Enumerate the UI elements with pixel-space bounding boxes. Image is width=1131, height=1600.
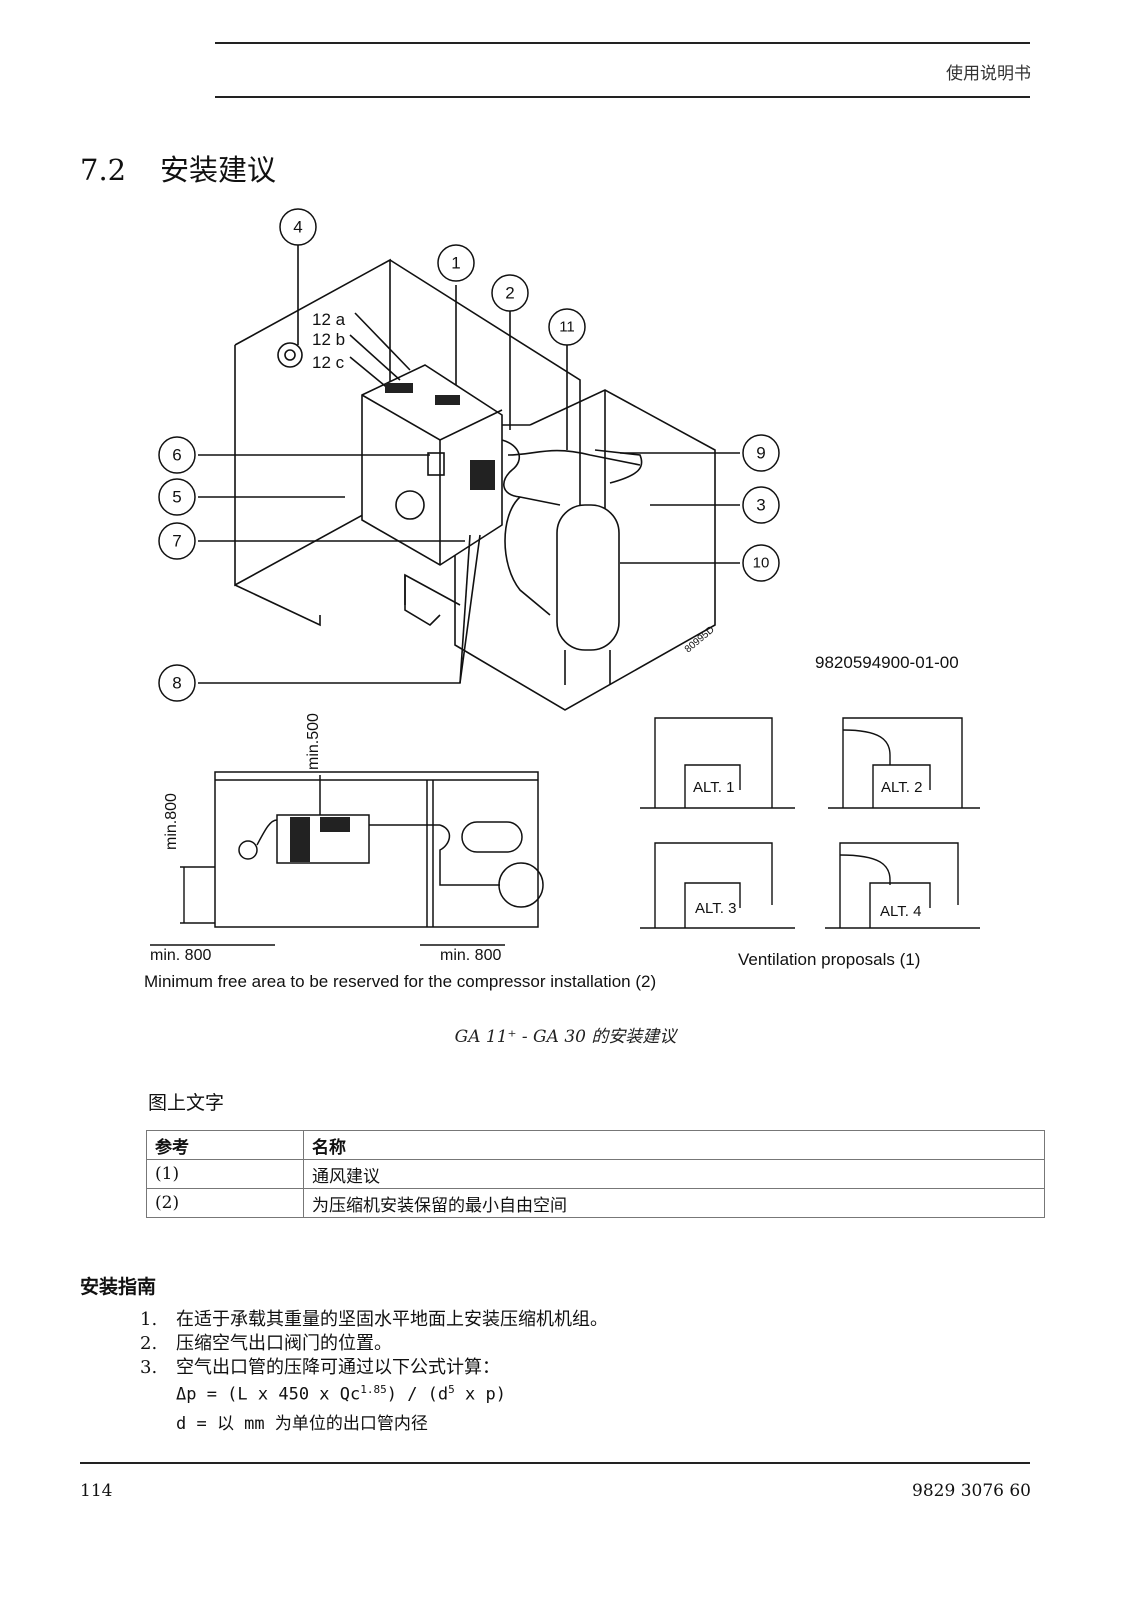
list-item: 1.在适于承载其重量的坚固水平地面上安装压缩机机组。 [140, 1309, 608, 1330]
table-row: (2) 为压缩机安装保留的最小自由空间 [146, 1188, 1045, 1218]
callout-3 [742, 486, 780, 524]
min-800-right-label: min. 800 [440, 947, 501, 964]
callout-9-label: 9 [756, 444, 765, 463]
callout-12c-label: 12 c [312, 353, 345, 372]
legend-name: 通风建议 [303, 1159, 1045, 1189]
callout-11-label: 11 [559, 319, 575, 336]
room-floor-edge [234, 584, 321, 627]
callout-8 [158, 664, 196, 702]
fan-icon [277, 342, 303, 368]
install-guide-title: 安装指南 [80, 1276, 157, 1298]
legend-header-row: 参考 名称 [146, 1130, 1045, 1160]
callout-7 [158, 522, 196, 560]
air-receiver-tank [556, 504, 620, 651]
section-title: 安装建议 [160, 153, 277, 187]
legend-table: 参考 名称 (1) 通风建议 (2) 为压缩机安装保留的最小自由空间 [146, 1130, 1045, 1218]
legend-ref: (2) [146, 1188, 304, 1218]
alt-1-label: ALT. 1 [693, 779, 734, 796]
alt-2-label: ALT. 2 [881, 779, 922, 796]
callout-12a-label: 12 a [312, 310, 346, 329]
install-steps-list: 1.在适于承载其重量的坚固水平地面上安装压缩机机组。 2.压缩空气出口阀门的位置… [140, 1308, 608, 1380]
installation-figure: 4 1 2 11 6 5 7 9 3 10 8 12 a 12 b 12 c 9… [144, 208, 980, 991]
legend-header-name: 名称 [303, 1130, 1045, 1160]
pressure-drop-formula: Δp = (L x 450 x Qc1.85) / (d5 x p) [176, 1383, 506, 1405]
ventilation-caption: Ventilation proposals (1) [738, 950, 920, 969]
callout-2-label: 2 [505, 284, 514, 303]
alt-4-label: ALT. 4 [880, 903, 921, 920]
header-title: 使用说明书 [946, 64, 1031, 84]
section-number: 7.2 [80, 153, 127, 187]
free-area-caption: Minimum free area to be reserved for the… [144, 972, 656, 991]
callout-6 [158, 436, 196, 474]
plan-room-outline [214, 771, 539, 928]
callout-1-label: 1 [451, 254, 460, 273]
callout-10 [742, 544, 780, 582]
legend-ref: (1) [146, 1159, 304, 1189]
doc-code: 9820594900-01-00 [815, 653, 959, 672]
legend-title: 图上文字 [148, 1092, 225, 1114]
header-rule-bottom [215, 96, 1030, 98]
header-rule-top [215, 42, 1030, 44]
min-500-label: min.500 [305, 713, 322, 770]
callout-5 [158, 478, 196, 516]
footer-rule [80, 1462, 1030, 1464]
callout-7-label: 7 [172, 532, 181, 551]
callout-4-label: 4 [293, 218, 302, 237]
callout-1 [437, 244, 475, 282]
section-heading: 7.2 安装建议 [80, 147, 276, 189]
min-800-vertical-label: min.800 [163, 793, 180, 850]
legend-header-ref: 参考 [146, 1130, 304, 1160]
page-number: 114 [80, 1481, 113, 1501]
figure-caption: GA 11⁺ - GA 30 的安装建议 [454, 1027, 677, 1047]
diameter-definition: d = 以 mm 为单位的出口管内径 [176, 1414, 428, 1434]
legend-name: 为压缩机安装保留的最小自由空间 [303, 1188, 1045, 1218]
callout-11 [548, 308, 586, 346]
table-row: (1) 通风建议 [146, 1159, 1045, 1189]
callout-10-label: 10 [753, 555, 770, 572]
callout-9 [742, 434, 780, 472]
callout-12b-label: 12 b [312, 330, 345, 349]
callout-8-label: 8 [172, 674, 181, 693]
list-item: 2.压缩空气出口阀门的位置。 [140, 1333, 392, 1354]
callout-2 [491, 274, 529, 312]
list-item: 3.空气出口管的压降可通过以下公式计算： [140, 1357, 500, 1378]
callout-6-label: 6 [172, 446, 181, 465]
callout-4 [279, 208, 317, 246]
document-number: 9829 3076 60 [912, 1481, 1031, 1501]
min-800-left-label: min. 800 [150, 947, 211, 964]
alt-3-label: ALT. 3 [695, 900, 736, 917]
callout-5-label: 5 [172, 488, 181, 507]
callout-3-label: 3 [756, 496, 765, 515]
